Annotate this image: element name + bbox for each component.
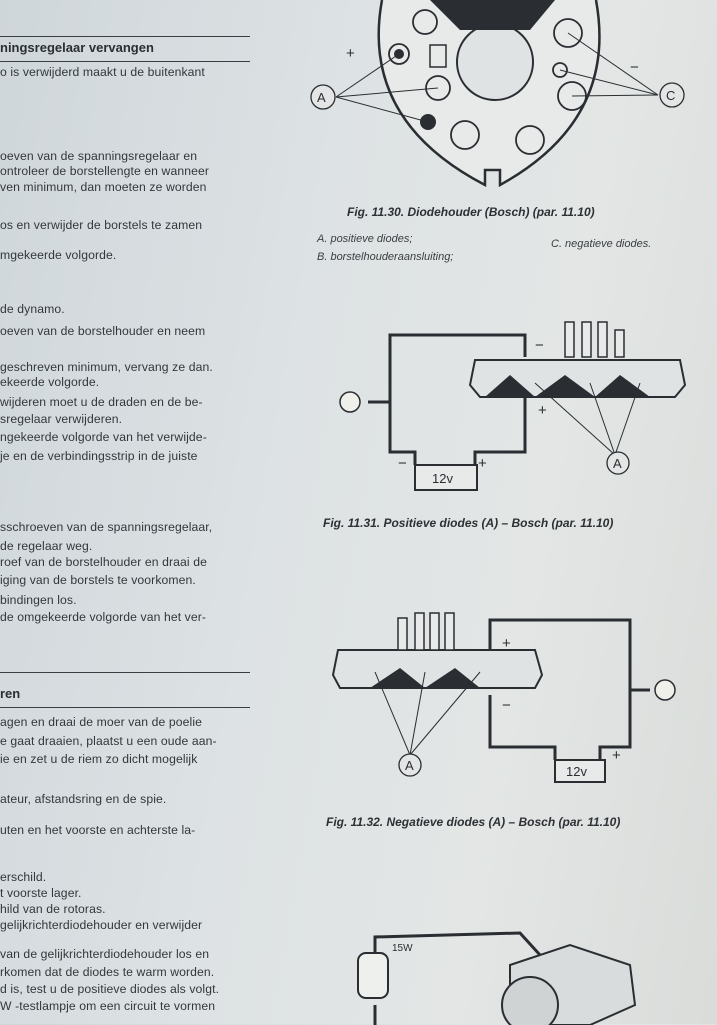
minus-sign: −	[535, 337, 544, 354]
body-text-line: iging van de borstels te voorkomen.	[0, 573, 196, 587]
label-c: C	[666, 88, 675, 103]
body-text-line: ateur, afstandsring en de spie.	[0, 792, 167, 806]
body-text-line: je en de verbindingsstrip in de juiste	[0, 449, 198, 463]
plus-sign: +	[612, 747, 621, 764]
body-text-line: hild van de rotoras.	[0, 902, 106, 916]
section-rule	[0, 707, 250, 709]
body-text-line: de regelaar weg.	[0, 539, 93, 553]
body-text-line: ie en zet u de riem zo dicht mogelijk	[0, 752, 198, 766]
battery-label: 12v	[566, 764, 587, 779]
section-rule	[0, 61, 250, 63]
label-a: A	[613, 456, 622, 471]
body-text-line: ekeerde volgorde.	[0, 375, 100, 389]
diode-holder-diagram: A C + −	[310, 0, 685, 188]
plus-sign: +	[502, 635, 511, 652]
body-text-line: erschild.	[0, 870, 47, 884]
positive-diodes-circuit: 12v A + + − −	[339, 321, 687, 491]
body-text-line: uten en het voorste en achterste la-	[0, 823, 196, 837]
legend-b: B. borstelhouderaansluiting;	[317, 251, 454, 263]
body-text-line: ngekeerde volgorde van het verwijde-	[0, 430, 207, 444]
test-lamp-diagram: 15W	[357, 931, 637, 1025]
label-a: A	[317, 90, 326, 105]
body-text-line: agen en draai de moer van de poelie	[0, 715, 203, 729]
plus-sign: +	[346, 45, 355, 62]
body-text-line: geschreven minimum, vervang ze dan.	[0, 360, 213, 374]
legend-c: C. negatieve diodes.	[551, 238, 652, 250]
body-text-line: roef van de borstelhouder en draai de	[0, 555, 207, 569]
figure-caption-text: Fig. 11.31. Positieve diodes (A) – Bosch…	[323, 516, 614, 530]
section-heading: ren	[0, 686, 21, 701]
body-text-line: rkomen dat de diodes te warm worden.	[0, 965, 215, 979]
section-heading: ningsregelaar vervangen	[0, 40, 154, 55]
body-text-line: oeven van de borstelhouder en neem	[0, 324, 206, 338]
minus-sign: −	[630, 59, 639, 76]
legend-a: A. positieve diodes;	[317, 233, 413, 245]
body-text-line: ontroleer de borstellengte en wanneer	[0, 164, 209, 178]
body-text-line: van de gelijkrichterdiodehouder los en	[0, 947, 210, 961]
figure-caption-text: Fig. 11.32. Negatieve diodes (A) – Bosch…	[326, 815, 621, 829]
minus-sign: −	[398, 455, 407, 472]
body-text-line: mgekeerde volgorde.	[0, 248, 117, 262]
body-text-line: sregelaar verwijderen.	[0, 412, 123, 426]
bulb-icon	[357, 952, 389, 999]
body-text-line: o is verwijderd maakt u de buitenkant	[0, 65, 205, 79]
minus-sign: −	[502, 697, 511, 714]
body-text-line: oeven van de spanningsregelaar en	[0, 149, 198, 163]
lamp-icon	[339, 391, 361, 413]
lamp-rating: 15W	[392, 943, 413, 954]
body-text-line: bindingen los.	[0, 593, 77, 607]
label-a: A	[405, 758, 414, 773]
section-rule	[0, 36, 250, 38]
body-text-line: os en verwijder de borstels te zamen	[0, 218, 203, 232]
figure-caption-text: Fig. 11.30. Diodehouder (Bosch) (par. 11…	[347, 205, 595, 219]
body-text-line: de dynamo.	[0, 302, 65, 316]
body-text-line: wijderen moet u de draden en de be-	[0, 395, 203, 409]
body-text-line: t voorste lager.	[0, 886, 82, 900]
plus-sign: +	[538, 402, 547, 419]
negative-diodes-circuit: 12v A + + −	[331, 612, 676, 783]
body-text-line: gelijkrichterdiodehouder en verwijder	[0, 918, 203, 932]
body-text-line: de omgekeerde volgorde van het ver-	[0, 610, 207, 624]
body-text-line: ven minimum, dan moeten ze worden	[0, 180, 207, 194]
lamp-icon	[654, 679, 676, 701]
section-rule	[0, 672, 250, 674]
figure-caption: Fig. 11.32. Negatieve diodes (A) – Bosch…	[326, 815, 620, 829]
figure-caption: Fig. 11.30. Diodehouder (Bosch) (par. 11…	[347, 205, 595, 219]
plus-sign: +	[478, 455, 487, 472]
body-text-line: W -testlampje om een circuit te vormen	[0, 999, 216, 1013]
figure-caption: Fig. 11.31. Positieve diodes (A) – Bosch…	[323, 516, 613, 530]
body-text-line: e gaat draaien, plaatst u een oude aan-	[0, 734, 217, 748]
body-text-line: d is, test u de positieve diodes als vol…	[0, 982, 220, 996]
battery-label: 12v	[432, 471, 453, 486]
body-text-line: sschroeven van de spanningsregelaar,	[0, 520, 213, 534]
